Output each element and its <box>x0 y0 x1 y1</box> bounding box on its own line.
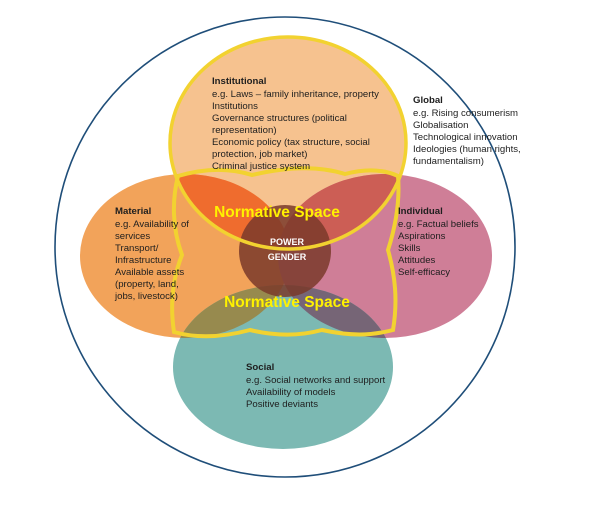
individual-heading: Individual <box>398 206 443 217</box>
institutional-line: Criminal justice system <box>212 161 310 172</box>
individual-line: e.g. Factual beliefs <box>398 219 479 230</box>
institutional-line: Governance structures (political <box>212 113 347 124</box>
material-line: services <box>115 231 150 242</box>
material-heading: Material <box>115 206 151 217</box>
global-line: Technological innovation <box>413 132 518 143</box>
social-line: e.g. Social networks and support <box>246 375 386 386</box>
material-line: (property, land, <box>115 279 179 290</box>
institutional-line: Economic policy (tax structure, social <box>212 137 370 148</box>
social-line: Availability of models <box>246 387 336 398</box>
normative-space-outline <box>170 166 401 339</box>
institutional-heading: Institutional <box>212 76 266 87</box>
normative-space-top-label: Normative Space <box>214 204 340 221</box>
global-line: fundamentalism) <box>413 156 484 167</box>
material-line: jobs, livestock) <box>114 291 178 302</box>
power-gender-core <box>239 205 331 297</box>
material-line: Available assets <box>115 267 184 278</box>
material-line: Infrastructure <box>115 255 172 266</box>
social-material-overlap <box>173 285 290 338</box>
social-heading: Social <box>246 362 274 373</box>
global-line: Globalisation <box>413 120 468 131</box>
social-line: Positive deviants <box>246 399 318 410</box>
institutional-line: e.g. Laws – family inheritance, property <box>212 89 379 100</box>
individual-line: Aspirations <box>398 231 446 242</box>
institutional-line: representation) <box>212 125 277 136</box>
institutional-line: Institutions <box>212 101 258 112</box>
individual-line: Skills <box>398 243 421 254</box>
institutional-individual-overlap <box>278 174 406 249</box>
material-line: e.g. Availability of <box>115 219 189 230</box>
individual-line: Self-efficacy <box>398 267 450 278</box>
normative-space-bottom-label: Normative Space <box>224 294 350 311</box>
global-line: Ideologies (human rights, <box>413 144 521 155</box>
material-line: Transport/ <box>115 243 159 254</box>
normative-outline-institutional <box>168 35 408 251</box>
power-label: POWER <box>270 237 305 247</box>
gender-label: GENDER <box>268 252 307 262</box>
global-heading: Global <box>413 95 443 106</box>
institutional-material-overlap <box>170 174 290 249</box>
global-line: e.g. Rising consumerism <box>413 108 518 119</box>
social-individual-overlap <box>278 285 393 338</box>
institutional-line: protection, job market) <box>212 149 307 160</box>
individual-line: Attitudes <box>398 255 436 266</box>
institutional-details: e.g. Laws – family inheritance, property… <box>212 89 379 172</box>
